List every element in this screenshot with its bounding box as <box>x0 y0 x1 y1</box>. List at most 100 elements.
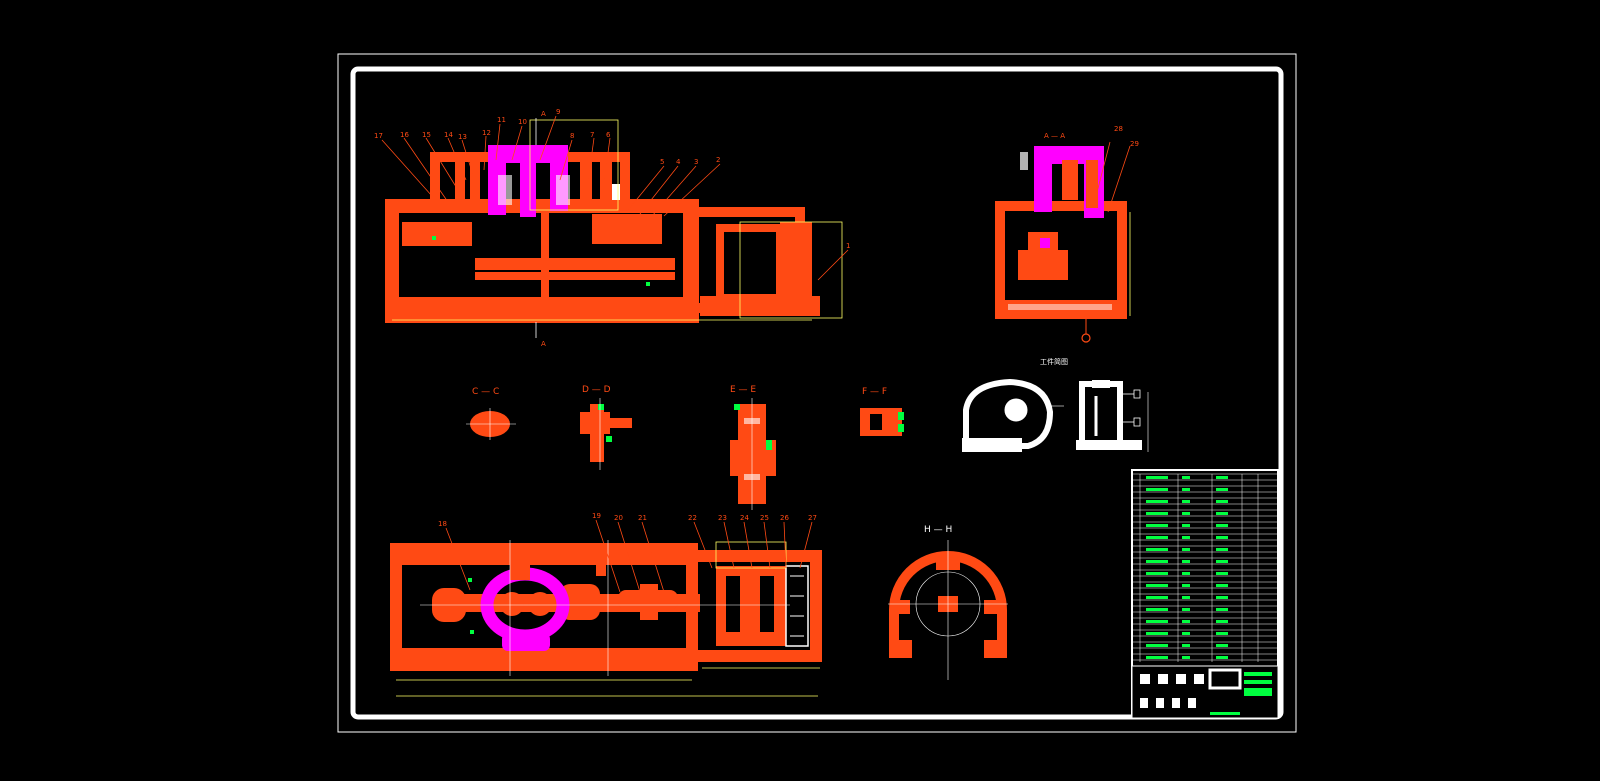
bom-cell-mark <box>1216 620 1228 623</box>
bom-cell-mark <box>1146 512 1168 515</box>
bom-cell-mark <box>1146 500 1168 503</box>
balloon-22: 22 <box>688 514 697 522</box>
balloon-2: 2 <box>716 156 720 164</box>
bom-cell-mark <box>1216 488 1228 491</box>
bom-cell-mark <box>1182 656 1190 659</box>
balloon-1: 1 <box>846 242 850 250</box>
bom-cell-mark <box>1182 560 1190 563</box>
workpiece-sketch <box>962 378 1149 452</box>
bom-cell-mark <box>1146 560 1168 563</box>
balloon-4: 4 <box>676 158 681 166</box>
balloon-15: 15 <box>422 131 431 139</box>
balloon-26: 26 <box>780 514 789 522</box>
outer-sheet-border <box>337 53 1297 733</box>
balloon-21: 21 <box>638 514 647 522</box>
bom-cell-mark <box>1216 500 1228 503</box>
balloon-5: 5 <box>660 158 664 166</box>
bom-cell-mark <box>1182 644 1190 647</box>
bom-cell-mark <box>1146 644 1168 647</box>
section-a-bottom-label: A <box>541 340 546 348</box>
bom-cell-mark <box>1182 500 1190 503</box>
section-e-e-label: E — E <box>730 385 756 395</box>
front-view-leaders <box>381 115 849 281</box>
bom-cell-mark <box>1146 476 1168 479</box>
bom-cell-mark <box>1182 584 1190 587</box>
bom-cell-mark <box>1182 488 1190 491</box>
bom-cell-mark <box>1146 572 1168 575</box>
bom-cell-mark <box>1216 632 1228 635</box>
balloon-8: 8 <box>570 132 574 140</box>
plan-view-leaders <box>445 519 813 593</box>
bom-cell-mark <box>1216 536 1228 539</box>
front-view-assembly <box>385 118 843 338</box>
section-f-f-view <box>860 408 904 436</box>
bom-cell-mark <box>1146 620 1168 623</box>
balloon-18: 18 <box>438 520 447 528</box>
balloon-28: 28 <box>1114 125 1123 133</box>
balloon-7: 7 <box>590 131 594 139</box>
balloon-14: 14 <box>444 131 453 139</box>
bom-cell-mark <box>1182 512 1190 515</box>
bom-cell-mark <box>1146 548 1168 551</box>
bom-cell-mark <box>1216 512 1228 515</box>
bom-cell-mark <box>1216 476 1228 479</box>
bom-cell-mark <box>1146 488 1168 491</box>
balloon-9: 9 <box>556 108 560 116</box>
bom-cell-mark <box>1146 596 1168 599</box>
plan-view-assembly <box>390 540 822 697</box>
section-d-d-view <box>580 398 632 470</box>
section-f-f-label: F — F <box>862 387 887 397</box>
balloon-3: 3 <box>694 158 698 166</box>
balloon-11: 11 <box>497 116 506 124</box>
balloon-6: 6 <box>606 131 611 139</box>
section-c-c-label: C — C <box>472 387 499 397</box>
bom-cell-mark <box>1182 596 1190 599</box>
bom-cell-mark <box>1182 632 1190 635</box>
balloon-10: 10 <box>518 118 527 126</box>
bom-cell-mark <box>1216 584 1228 587</box>
balloon-23: 23 <box>718 514 727 522</box>
bom-cell-mark <box>1216 644 1228 647</box>
section-a-a-label: A — A <box>1044 132 1065 140</box>
balloon-24: 24 <box>740 514 749 522</box>
balloon-19: 19 <box>592 512 601 520</box>
bom-cell-mark <box>1216 560 1228 563</box>
balloon-20: 20 <box>614 514 623 522</box>
section-h-h-label: H — H <box>924 525 952 535</box>
balloon-25: 25 <box>760 514 769 522</box>
balloon-27: 27 <box>808 514 817 522</box>
bom-cell-mark <box>1146 584 1168 587</box>
bom-cell-mark <box>1146 536 1168 539</box>
section-c-c-view <box>466 408 516 440</box>
bom-cell-mark <box>1146 632 1168 635</box>
section-d-d-label: D — D <box>582 385 611 395</box>
bom-cell-mark <box>1216 572 1228 575</box>
front-view-balloons: 17 16 15 14 13 12 11 10 9 8 7 6 5 4 3 2 … <box>374 108 850 250</box>
bom-cell-mark <box>1182 476 1190 479</box>
bom-cell-mark <box>1182 572 1190 575</box>
section-h-h-view <box>888 540 1008 680</box>
bom-cell-mark <box>1182 548 1190 551</box>
bom-cell-mark <box>1182 620 1190 623</box>
balloon-17: 17 <box>374 132 383 140</box>
section-e-e-view <box>730 398 776 510</box>
bom-cell-mark <box>1216 524 1228 527</box>
bom-cell-mark <box>1216 608 1228 611</box>
bom-cell-mark <box>1182 608 1190 611</box>
bom-cell-mark <box>1146 524 1168 527</box>
inner-sheet-border <box>350 66 1284 720</box>
balloon-29: 29 <box>1130 140 1139 148</box>
plan-view-balloons: 18 19 20 21 22 23 24 25 26 27 <box>438 512 817 528</box>
parts-list-title-block <box>1131 469 1279 719</box>
bom-cell-mark <box>1146 608 1168 611</box>
bom-cell-mark <box>1146 656 1168 659</box>
balloon-16: 16 <box>400 131 409 139</box>
bom-cell-mark <box>1216 656 1228 659</box>
workpiece-sketch-label: 工件简图 <box>1040 357 1068 366</box>
bom-cell-mark <box>1182 524 1190 527</box>
balloon-12: 12 <box>482 129 491 137</box>
balloon-13: 13 <box>458 133 467 141</box>
bom-cell-mark <box>1182 536 1190 539</box>
section-a-top-label: A <box>541 110 546 118</box>
